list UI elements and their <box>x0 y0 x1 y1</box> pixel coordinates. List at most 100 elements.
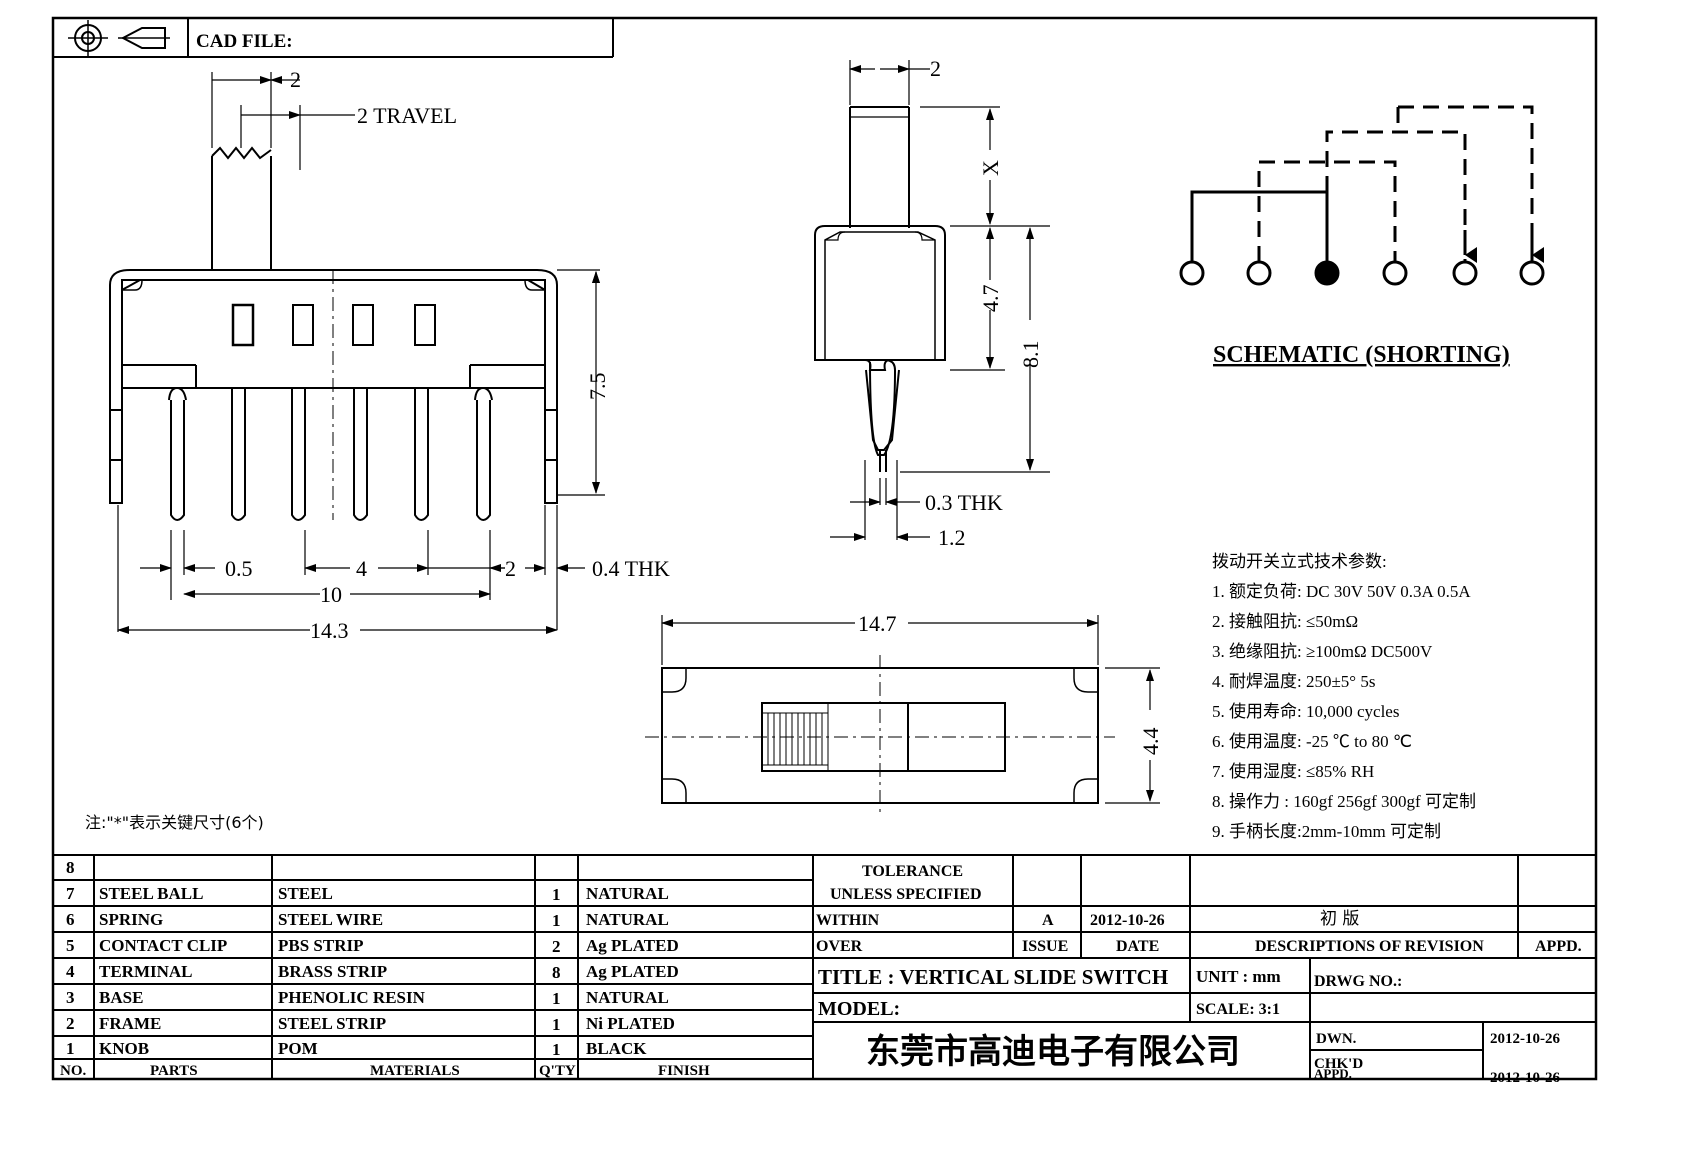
terminal-common-icon <box>1314 260 1340 286</box>
row-material: STEEL STRIP <box>278 1014 386 1033</box>
dim-x: X <box>978 160 1003 176</box>
dim-pitch-2: 2 <box>505 556 516 581</box>
schematic-title: SCHEMATIC (SHORTING) <box>1213 342 1510 368</box>
scale: SCALE: 3:1 <box>1196 1001 1280 1018</box>
issue-value: A <box>1042 912 1054 929</box>
cad-file-label: CAD FILE: <box>196 31 293 52</box>
issue-label: ISSUE <box>1022 938 1068 955</box>
row-qty: 1 <box>552 911 561 930</box>
row-material: PBS STRIP <box>278 936 364 955</box>
row-material: STEEL <box>278 884 333 903</box>
terminal-6-icon <box>1519 260 1545 286</box>
dim-pin-span: 10 <box>320 582 342 607</box>
dim-total: 8.1 <box>1018 341 1043 369</box>
row-part: SPRING <box>99 910 163 929</box>
specs-title: 拨动开关立式技术参数: <box>1212 552 1387 571</box>
dwn-date: 2012-10-26 <box>1490 1031 1560 1047</box>
row-finish: NATURAL <box>586 910 669 929</box>
row-material: BRASS STRIP <box>278 962 387 981</box>
row-finish: NATURAL <box>586 884 669 903</box>
unit: UNIT : mm <box>1196 967 1281 986</box>
terminal-5-icon <box>1452 260 1478 286</box>
dim-pin-thk: 0.4 THK <box>592 556 670 581</box>
drwg-no: DRWG NO.: <box>1314 973 1402 990</box>
appd2-label: APPD. <box>1314 1066 1352 1081</box>
row-qty: 1 <box>552 1015 561 1034</box>
spec-item: 8. 操作力 : 160gf 256gf 300gf 可定制 <box>1212 792 1476 811</box>
row-no: 3 <box>66 988 75 1007</box>
row-material: PHENOLIC RESIN <box>278 988 426 1007</box>
header-parts: PARTS <box>150 1063 198 1079</box>
dim-pin-width: 0.5 <box>225 556 253 581</box>
spec-item: 4. 耐焊温度: 250±5° 5s <box>1212 672 1375 691</box>
row-qty: 1 <box>552 1040 561 1059</box>
front-view-dimensions <box>117 72 605 634</box>
row-no: 6 <box>66 910 75 929</box>
row-part: BASE <box>99 988 143 1007</box>
projection-symbol-icon <box>68 20 170 56</box>
dim-pin: 1.2 <box>938 525 966 550</box>
dwn-label: DWN. <box>1316 1031 1357 1047</box>
row-part: KNOB <box>99 1039 149 1058</box>
schematic <box>1179 105 1545 286</box>
side-view-dimensions <box>830 60 1050 541</box>
spec-item: 7. 使用湿度: ≤85% RH <box>1212 761 1374 781</box>
top-view <box>645 655 1115 815</box>
company-name: 东莞市高迪电子有限公司 <box>866 1032 1240 1072</box>
dim-overall: 14.3 <box>310 618 349 643</box>
terminal-1-icon <box>1179 260 1205 286</box>
dim-pitch-4: 4 <box>356 556 367 581</box>
dim-length: 14.7 <box>858 611 897 636</box>
row-no: 7 <box>66 884 75 903</box>
title: TITLE : VERTICAL SLIDE SWITCH <box>818 965 1168 989</box>
row-part: CONTACT CLIP <box>99 936 227 955</box>
row-qty: 1 <box>552 885 561 904</box>
header-materials: MATERIALS <box>370 1063 460 1079</box>
row-part: FRAME <box>99 1014 161 1033</box>
tolerance: TOLERANCE <box>862 863 963 880</box>
dim-thk: 0.3 THK <box>925 490 1003 515</box>
desc-label: DESCRIPTIONS OF REVISION <box>1255 938 1484 955</box>
row-finish: BLACK <box>586 1039 647 1058</box>
front-view <box>109 146 558 521</box>
side-view-dim-labels: 2 X 4.7 8.1 0.3 THK 1.2 <box>925 56 1043 550</box>
row-qty: 8 <box>552 963 561 982</box>
row-material: POM <box>278 1039 318 1058</box>
row-finish: Ag PLATED <box>586 936 679 955</box>
row-no: 2 <box>66 1014 75 1033</box>
header-finish: FINISH <box>658 1063 710 1079</box>
chkd-label: CHK'D <box>1314 1056 1363 1072</box>
date-label: DATE <box>1116 938 1159 955</box>
chkd-date: 2012-10-26 <box>1490 1070 1560 1086</box>
cad-header: CAD FILE: <box>53 18 614 58</box>
row-qty: 1 <box>552 989 561 1008</box>
appd-label: APPD. <box>1535 938 1582 955</box>
row-no: 5 <box>66 936 75 955</box>
over: OVER <box>816 938 863 955</box>
dim-width: 4.4 <box>1138 728 1163 756</box>
dim-stem-width: 2 <box>290 67 301 92</box>
front-view-dim-labels: 2 2 TRAVEL 7.5 0.5 4 2 0.4 THK 10 14.3 <box>225 67 670 643</box>
header-no: NO. <box>60 1063 87 1079</box>
header-qty: Q'TY <box>539 1063 576 1079</box>
row-finish: Ag PLATED <box>586 962 679 981</box>
sheet-border <box>51 16 1598 1081</box>
dim-travel: 2 TRAVEL <box>357 103 457 128</box>
date-value: 2012-10-26 <box>1090 912 1165 929</box>
row-no: 1 <box>66 1039 75 1058</box>
row-material: STEEL WIRE <box>278 910 383 929</box>
top-view-dimensions <box>661 615 1160 804</box>
parts-table-text: 8 7 STEEL BALL STEEL 1 NATURAL 6 SPRING … <box>60 858 710 1079</box>
title-block-text: TOLERANCE UNLESS SPECIFIED WITHIN OVER A… <box>816 863 1582 1086</box>
dim-height: 7.5 <box>585 373 610 401</box>
row-finish: NATURAL <box>586 988 669 1007</box>
row-part: STEEL BALL <box>99 884 203 903</box>
spec-item: 6. 使用温度: -25 ℃ to 80 ℃ <box>1212 731 1412 751</box>
row-finish: Ni PLATED <box>586 1014 675 1033</box>
spec-item: 9. 手柄长度:2mm-10mm 可定制 <box>1212 822 1441 841</box>
spec-item: 1. 额定负荷: DC 30V 50V 0.3A 0.5A <box>1212 582 1471 601</box>
row-no: 8 <box>66 858 75 877</box>
side-view <box>814 106 946 472</box>
model: MODEL: <box>818 998 900 1020</box>
spec-item: 5. 使用寿命: 10,000 cycles <box>1212 701 1399 721</box>
